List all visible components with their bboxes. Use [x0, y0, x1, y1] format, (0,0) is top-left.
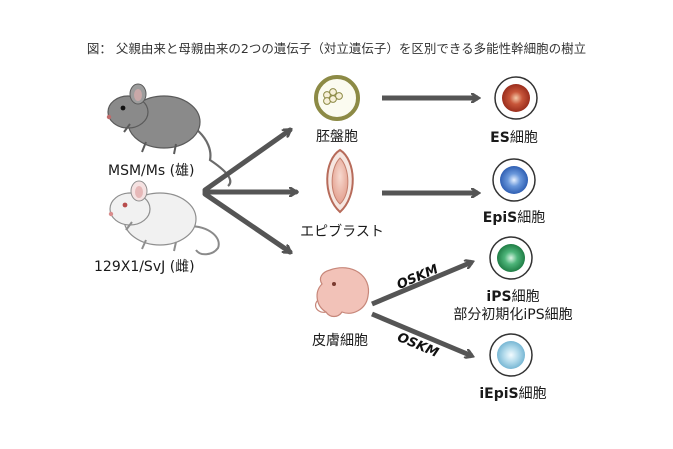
arrow-to-iepis: [371, 311, 472, 356]
iepis-cell-label: iEpiS細胞: [479, 383, 546, 403]
epis-cell-label-bold: EpiS: [482, 210, 518, 226]
es-cell-label-bold: ES: [490, 130, 510, 146]
arrow-to-blastocyst: [202, 127, 290, 193]
es-cell-label: ES細胞: [490, 127, 538, 147]
epiblast-icon: [326, 148, 354, 214]
ips-cell-label-suffix: 細胞: [511, 289, 540, 305]
es-cell-icon: [494, 76, 538, 120]
mouse-129-label: 129X1/SvJ (雌): [94, 259, 195, 275]
iepis-cell-label-suffix: 細胞: [518, 386, 547, 402]
es-cell-label-suffix: 細胞: [509, 130, 538, 146]
mouse-msm-label: MSM/Ms (雄): [108, 163, 195, 179]
epis-cell-icon: [492, 158, 536, 202]
ips-cell-label: iPS細胞: [486, 286, 539, 306]
arrow-to-ips: [371, 262, 472, 307]
epis-cell-label: EpiS細胞: [483, 207, 545, 227]
white-mouse-icon: [108, 180, 220, 256]
arrow-to-skin: [202, 191, 290, 255]
blastocyst-label: 胚盤胞: [316, 129, 358, 145]
figure-title: 図： 父親由来と母親由来の2つの遺伝子（対立遺伝子）を区別できる多能性幹細胞の樹…: [86, 41, 587, 56]
iepis-cell-icon: [489, 333, 533, 377]
partial-ips-label: 部分初期化iPS細胞: [453, 307, 573, 323]
blastocyst-icon: [314, 75, 360, 121]
ips-cell-icon: [489, 236, 533, 280]
skin-cell-label: 皮膚細胞: [312, 333, 368, 349]
gray-mouse-icon: [106, 83, 232, 187]
ips-cell-label-bold: iPS: [486, 289, 512, 305]
epis-cell-label-suffix: 細胞: [517, 210, 546, 226]
iepis-cell-label-bold: iEpiS: [479, 386, 519, 402]
embryo-icon: [314, 267, 370, 318]
epiblast-label: エピブラスト: [300, 224, 384, 240]
branch-arrows: [202, 127, 296, 255]
